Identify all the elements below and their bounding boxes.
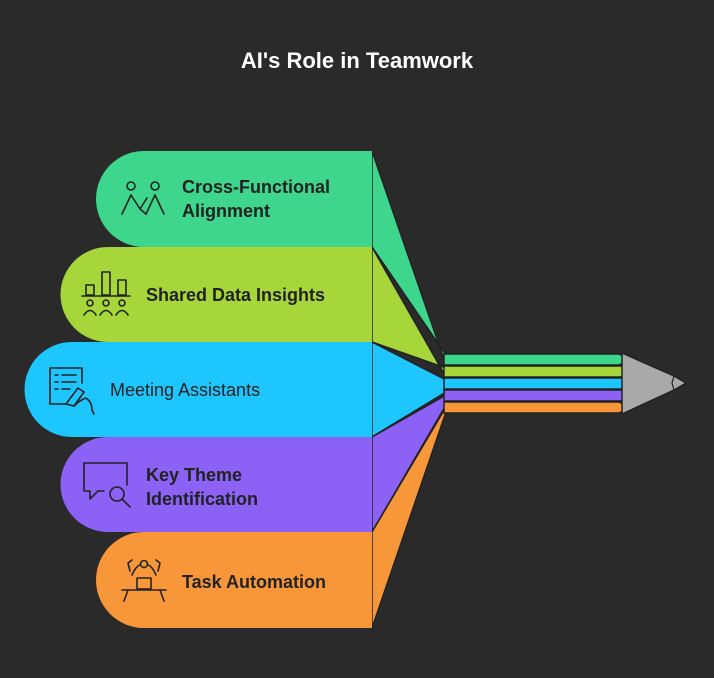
item-label-task-automation: Task Automation: [182, 572, 327, 592]
label-line-1: Cross-Functional: [182, 177, 331, 197]
stripe-green: [443, 353, 625, 366]
fan-wedges: [371, 150, 447, 629]
label-line-1: Key Theme: [146, 465, 243, 485]
label-line-2: Alignment: [182, 201, 270, 221]
pill-task-automation: [96, 532, 372, 628]
label-line-2: Identification: [146, 489, 258, 509]
people-connected-icon: [121, 181, 165, 215]
item-label-shared-data: Shared Data Insights: [146, 285, 326, 305]
item-label-cross-functional: Cross-Functional Alignment: [182, 175, 330, 223]
stripe-lime: [443, 365, 627, 378]
stripe-purple: [443, 389, 627, 402]
chat-search-icon: [83, 462, 131, 508]
pill-shared-data: [60, 247, 373, 342]
diagram-title: AI's Role in Teamwork: [240, 48, 474, 73]
stripe-blue: [443, 377, 629, 390]
pill-key-theme: [60, 437, 373, 532]
item-label-meeting-assistants: Meeting Assistants: [110, 380, 261, 400]
notes-writing-icon: [49, 367, 95, 415]
pill-cross-functional: [96, 151, 372, 247]
stripe-orange: [443, 401, 625, 414]
bar-chart-people-icon: [81, 271, 131, 316]
pencil-tip: [621, 351, 688, 416]
pencil-stripes: [443, 353, 629, 414]
item-label-key-theme: Key Theme Identification: [146, 463, 258, 511]
pencil-tip-edge: [671, 375, 675, 391]
robot-icon: [121, 559, 167, 602]
pill-meeting-assistants: [24, 342, 373, 437]
